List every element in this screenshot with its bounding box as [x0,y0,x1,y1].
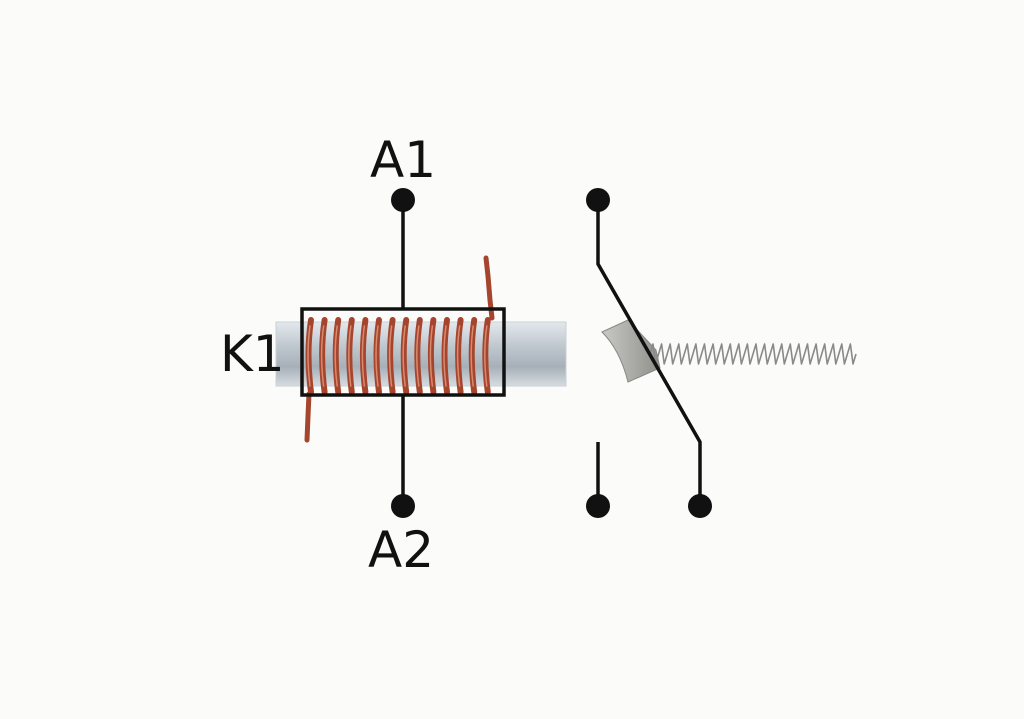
coil-turn-highlight [388,325,393,387]
spring-coil [649,343,857,365]
coil-turn-highlight [456,325,461,387]
return-spring-icon [649,343,857,365]
coil-turn-highlight [348,325,352,387]
copper-coil-icon [305,317,491,395]
terminal-a2-label: A2 [368,521,435,579]
coil-turn-highlight [320,325,325,387]
relay-name-label: K1 [220,325,285,383]
switch-contact-right-dot [688,494,712,518]
terminal-a1-label: A1 [370,131,437,189]
coil-turn-highlight [402,325,406,387]
coil-turn-highlight [429,325,434,387]
switch-common-dot [586,188,610,212]
terminal-a2-dot [391,494,415,518]
terminal-a1-dot [391,188,415,212]
coil-turn-highlight [443,325,447,387]
coil-turn-highlight [334,325,338,387]
coil-turn-highlight [361,325,366,387]
changeover-switch-icon [586,188,712,518]
coil-turn-highlight [484,325,488,387]
coil-turn-highlight [416,325,420,387]
switch-contact-left-dot [586,494,610,518]
coil-turn-highlight [307,325,311,387]
coil-turn-highlight [375,325,379,387]
coil-turn-highlight [470,325,474,387]
